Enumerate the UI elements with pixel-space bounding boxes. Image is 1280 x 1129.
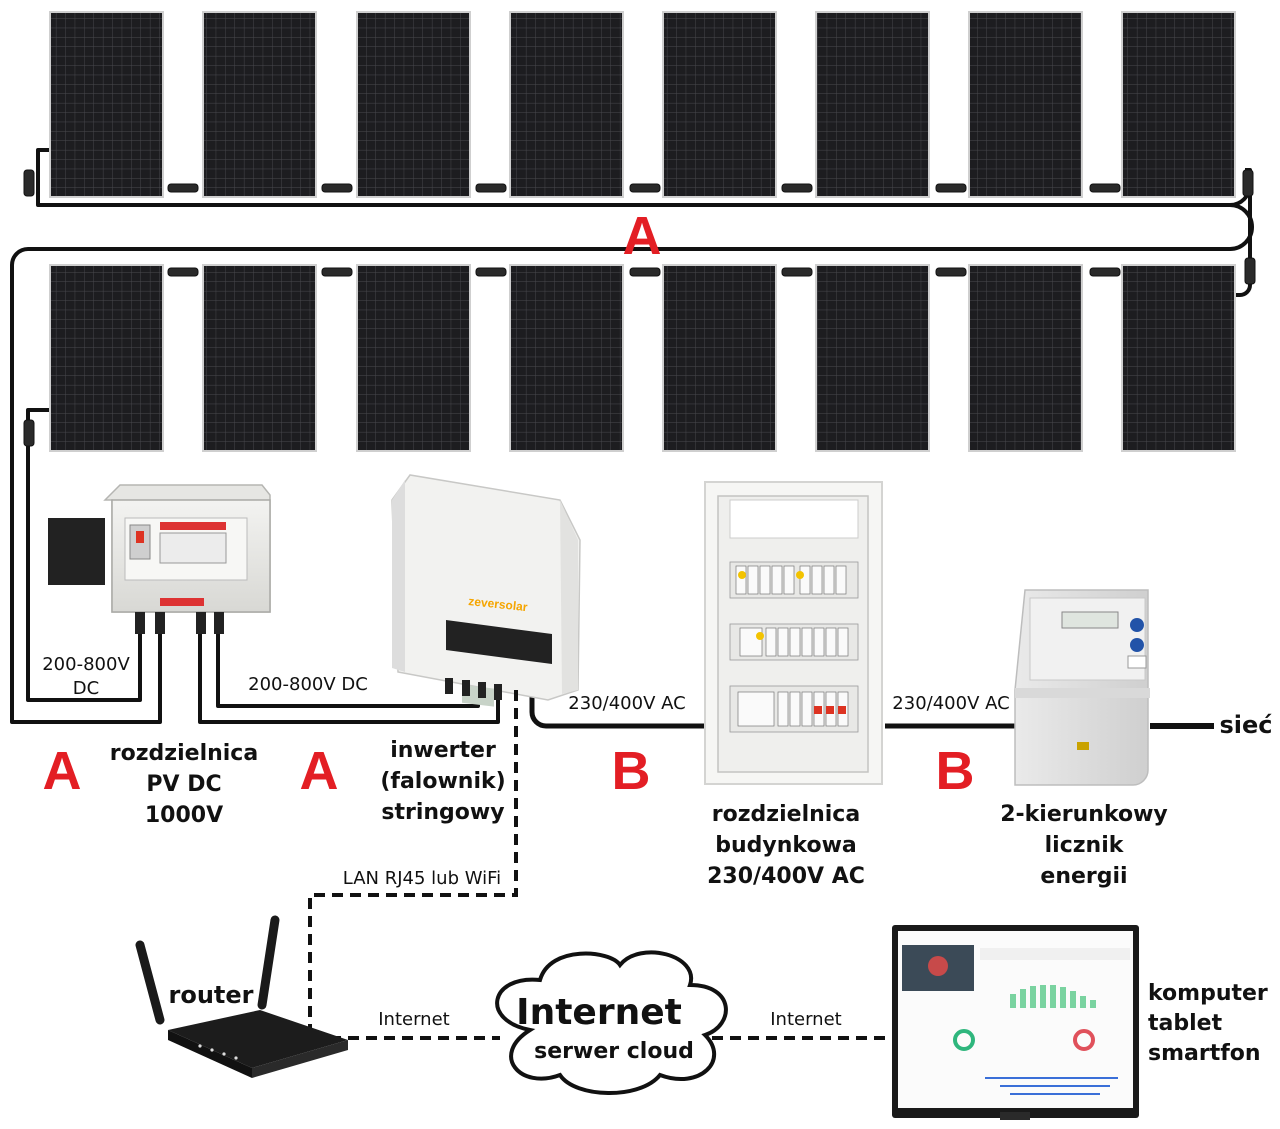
- dc-box-caption-2: PV DC: [146, 772, 221, 797]
- clients-caption-2: tablet: [1148, 1011, 1223, 1036]
- grid-cable: [1150, 723, 1214, 729]
- cloud-title: Internet: [516, 992, 682, 1033]
- meter-caption-2: licznik: [1045, 833, 1125, 858]
- inverter-icon: zeversolar: [391, 474, 581, 707]
- lan-label: LAN RJ45 lub WiFi: [343, 868, 501, 889]
- solar-panel-icon: [202, 11, 317, 198]
- solar-array-top-row: [49, 11, 1236, 198]
- meter-caption-3: energii: [1040, 864, 1127, 889]
- building-board-caption-1: rozdzielnica: [712, 802, 860, 827]
- inverter-caption-3: stringowy: [381, 800, 504, 825]
- solar-panel-icon: [815, 11, 930, 198]
- marker-b-right: B: [936, 741, 975, 801]
- ac-voltage-left: 230/400V AC: [568, 693, 685, 714]
- inverter-brand-text: zeversolar: [468, 594, 529, 614]
- solar-panel-icon: [968, 11, 1083, 198]
- solar-panel-icon: [1121, 11, 1236, 198]
- solar-panel-icon: [356, 11, 471, 198]
- grid-label: sieć: [1219, 711, 1272, 739]
- clients-caption-1: komputer: [1148, 981, 1268, 1006]
- solar-array-bottom-row: [49, 264, 1236, 452]
- solar-panel-icon: [662, 11, 777, 198]
- dc-voltage-left-line1: 200-800V: [42, 654, 130, 675]
- router-icon: [135, 915, 348, 1078]
- cloud-icon: [495, 950, 728, 1095]
- voltage-labels: 200-800V DC 200-800V DC 230/400V AC 230/…: [42, 654, 1009, 1030]
- marker-b-left: B: [612, 741, 651, 801]
- solar-panel-icon: [509, 11, 624, 198]
- router-label: router: [169, 981, 254, 1009]
- device-captions: rozdzielnica PV DC 1000V inwerter (falow…: [110, 711, 1273, 1066]
- meter-caption-1: 2-kierunkowy: [1000, 802, 1168, 827]
- marker-a-mid: A: [300, 741, 339, 801]
- inverter-caption-1: inwerter: [390, 738, 496, 763]
- dc-voltage-left-line2: DC: [73, 678, 99, 699]
- clients-caption-3: smartfon: [1148, 1041, 1261, 1066]
- solar-panel-icon: [1121, 264, 1236, 452]
- inverter-caption-2: (falownik): [380, 769, 505, 794]
- building-board-caption-2: budynkowa: [715, 833, 857, 858]
- monitor-icon: [892, 925, 1139, 1120]
- network-links: [308, 690, 900, 1040]
- solar-panel-icon: [662, 264, 777, 452]
- solar-panel-icon: [356, 264, 471, 452]
- solar-panel-icon: [49, 11, 164, 198]
- marker-a-top: A: [623, 206, 662, 266]
- solar-panel-icon: [49, 264, 164, 452]
- building-board-caption-3: 230/400V AC: [707, 864, 865, 889]
- solar-panel-icon: [968, 264, 1083, 452]
- internet-link-right: Internet: [770, 1009, 841, 1030]
- dc-box-caption-1: rozdzielnica: [110, 741, 258, 766]
- section-markers: A A A B B: [43, 206, 975, 801]
- energy-meter-icon: [1014, 589, 1150, 786]
- solar-panel-icon: [815, 264, 930, 452]
- dc-box-caption-3: 1000V: [145, 803, 223, 828]
- marker-a-left: A: [43, 741, 82, 801]
- dc-voltage-mid: 200-800V DC: [248, 674, 368, 695]
- distribution-board-icon: [704, 481, 883, 785]
- solar-panel-icon: [202, 264, 317, 452]
- solar-panel-icon: [509, 264, 624, 452]
- cloud-subtitle: serwer cloud: [534, 1039, 694, 1064]
- dc-combiner-box-icon: [48, 484, 271, 634]
- ac-voltage-right: 230/400V AC: [892, 693, 1009, 714]
- panel-connectors: [23, 169, 1256, 447]
- internet-link-left: Internet: [378, 1009, 449, 1030]
